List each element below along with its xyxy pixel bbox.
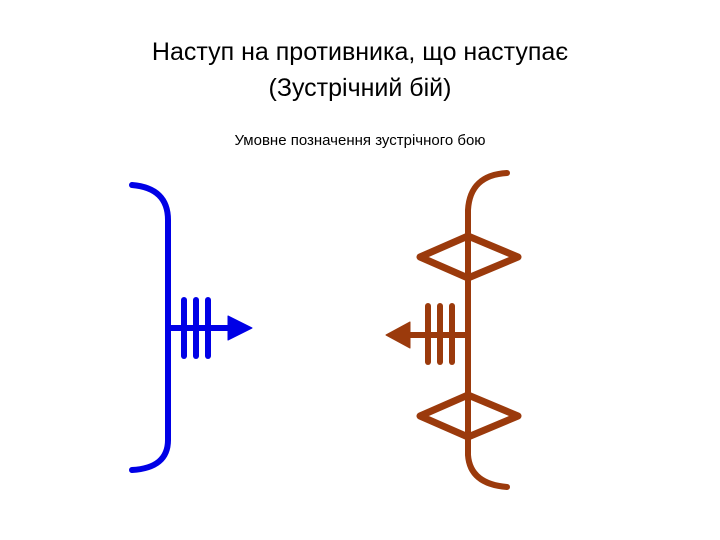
enemy-lower-diamond: [416, 391, 522, 441]
slide-subtitle: Умовне позначення зустрічного бою: [234, 132, 486, 149]
friendly-arrowhead: [227, 315, 253, 341]
enemy-upper-diamond: [416, 232, 522, 282]
title-line-1: Наступ на противника, що наступає: [151, 38, 569, 66]
title-line-2: (Зустрічний бій): [268, 74, 452, 102]
enemy-front-line: [465, 170, 510, 490]
enemy-arrowhead: [385, 321, 411, 349]
friendly-unit-symbol: [129, 182, 253, 473]
slide-title: Наступ на противника, що наступає (Зустр…: [0, 34, 720, 106]
friendly-front-line: [129, 182, 171, 473]
enemy-unit-symbol: [385, 170, 522, 490]
